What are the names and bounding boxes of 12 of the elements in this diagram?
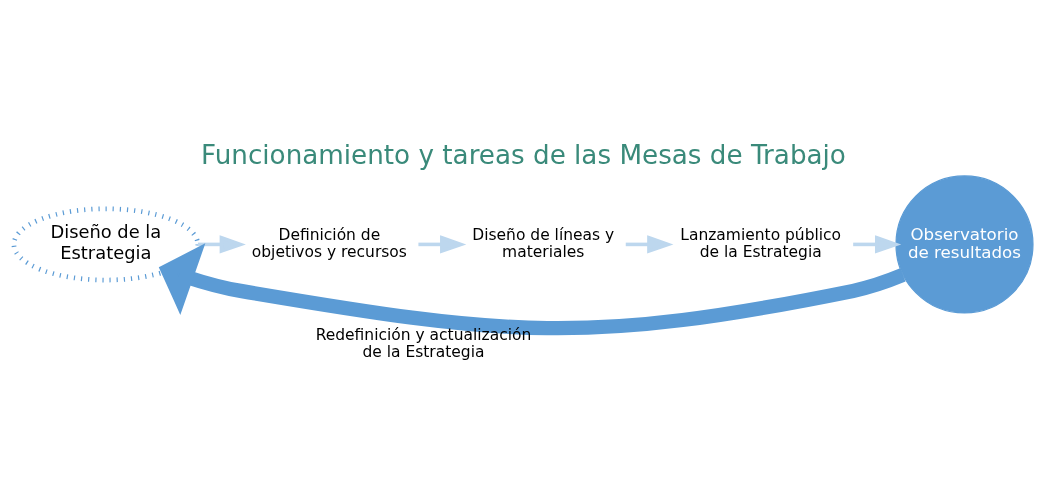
edge-label: Redefinición y actualización de la Estrategia — [315, 325, 532, 361]
node-text: Lanzamiento público de la Estrategia — [680, 225, 842, 261]
diagram-title: Funcionamiento y tareas de las Mesas de Trabajo — [201, 139, 846, 169]
arrow — [197, 234, 246, 254]
arrow — [625, 234, 674, 254]
arrow — [853, 234, 902, 254]
arrow — [418, 234, 467, 254]
node-ellipse: Diseño de la Estrategia — [11, 205, 201, 282]
node-text: Diseño de líneas y materiales — [472, 225, 615, 261]
node-circle: Observatorio de resultados — [895, 174, 1034, 314]
node-text: Definición de objetivos y recursos — [251, 225, 407, 261]
arrow — [158, 242, 906, 335]
